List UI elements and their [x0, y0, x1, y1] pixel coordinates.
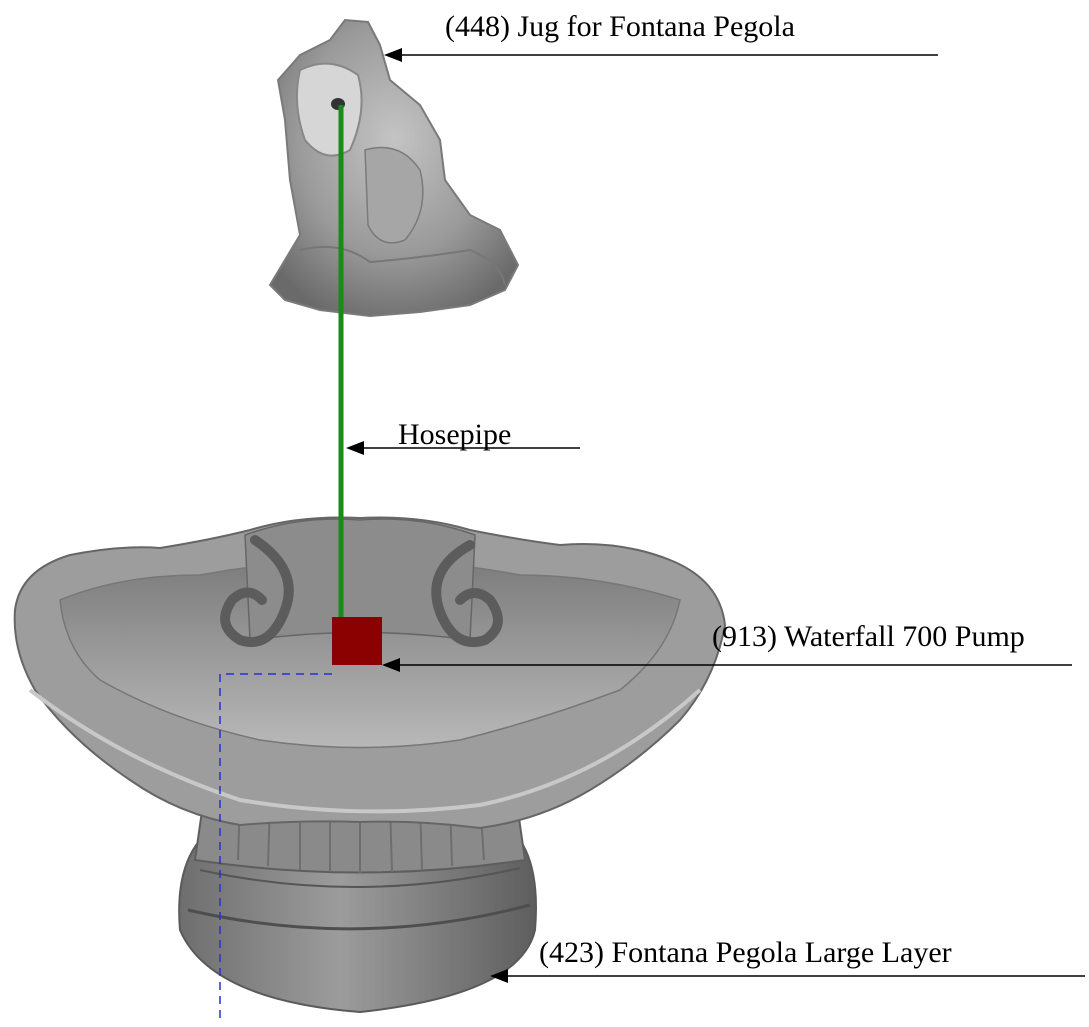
- pump-block: [332, 617, 382, 665]
- jug-label: (448) Jug for Fontana Pegola: [445, 12, 795, 42]
- leader-jug: [384, 48, 938, 62]
- pump-label: (913) Waterfall 700 Pump: [712, 622, 1025, 652]
- hosepipe-label: Hosepipe: [398, 420, 511, 450]
- layer-label: (423) Fontana Pegola Large Layer: [539, 938, 952, 968]
- jug-statue: [270, 20, 518, 316]
- leader-layer: [490, 969, 1085, 983]
